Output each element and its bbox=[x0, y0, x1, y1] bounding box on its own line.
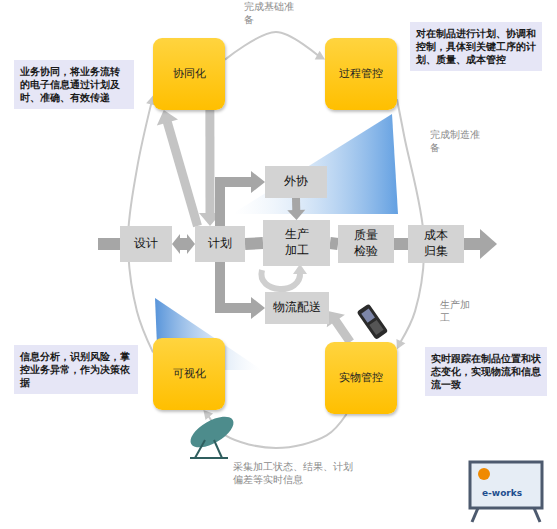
arrow-line bbox=[394, 238, 408, 250]
hub-box: 实物管控 bbox=[325, 342, 397, 414]
hub-box: 可视化 bbox=[153, 338, 225, 410]
callout-box: 业务协同，将业务流转的电子信息通过计划及时、准确、有效传递 bbox=[14, 60, 134, 109]
arrowhead bbox=[172, 234, 180, 254]
arrowhead bbox=[187, 234, 195, 254]
hub-box: 协同化 bbox=[153, 38, 225, 110]
arrowhead bbox=[315, 51, 325, 60]
handheld-device bbox=[357, 303, 389, 339]
flow-stub bbox=[464, 238, 482, 250]
box-text: 成本归集 bbox=[423, 228, 449, 259]
box-text: 实时跟踪在制品位置和状态变化，实现物流和信息流一致 bbox=[431, 352, 541, 391]
flow-arrow bbox=[225, 32, 325, 60]
box-text: 物流配送 bbox=[273, 300, 321, 316]
box-text: 实物管控 bbox=[339, 371, 383, 385]
flow-arrow bbox=[220, 262, 265, 319]
process-box: 外协 bbox=[265, 166, 327, 198]
box-text: 外协 bbox=[284, 174, 308, 190]
hub-box: 过程管控 bbox=[325, 38, 397, 110]
box-text: 对在制品进行计划、协调和控制，具体到关键工序的计划、质量、成本管控 bbox=[416, 27, 536, 66]
callout-box: 实时跟踪在制品位置和状态变化，实现物流和信息流一致 bbox=[425, 347, 547, 396]
box-text: 信息分析，识别风险，掌控业务异常，作为决策依据 bbox=[20, 350, 132, 389]
note-label: 生产加工 bbox=[440, 298, 472, 324]
process-box: 质量检验 bbox=[338, 225, 394, 263]
arrowhead bbox=[157, 110, 178, 126]
arrowhead bbox=[327, 311, 345, 327]
box-text: 计划 bbox=[208, 236, 232, 252]
process-box: 物流配送 bbox=[265, 292, 329, 324]
edge-label: 完成制造准备 bbox=[430, 128, 485, 154]
flow-stub bbox=[98, 238, 122, 250]
process-box: 计划 bbox=[195, 226, 245, 262]
callout-box: 对在制品进行计划、协调和控制，具体到关键工序的计划、质量、成本管控 bbox=[410, 22, 542, 71]
arrowhead bbox=[251, 171, 265, 193]
arrow-line bbox=[225, 32, 319, 60]
box-text: 生产加工 bbox=[284, 227, 310, 258]
box-text: 业务协同，将业务流转的电子信息通过计划及时、准确、有效传递 bbox=[20, 65, 128, 104]
arrow-line bbox=[397, 99, 424, 342]
light-beam bbox=[232, 114, 398, 214]
process-box: 设计 bbox=[120, 226, 172, 262]
flow-arrowhead bbox=[480, 229, 497, 259]
flow-arrow bbox=[128, 96, 156, 353]
arrowhead bbox=[203, 410, 213, 420]
arrow-line bbox=[330, 243, 338, 244]
flow-arrow bbox=[157, 110, 198, 226]
arrowhead bbox=[396, 339, 405, 349]
arrow-line bbox=[245, 243, 263, 244]
arrow-line bbox=[167, 120, 198, 226]
flow-arrow bbox=[394, 244, 408, 245]
flow-arrow bbox=[330, 243, 338, 244]
logo-frame bbox=[470, 462, 542, 522]
process-box: 成本归集 bbox=[408, 225, 464, 263]
flow-arrow bbox=[287, 198, 305, 220]
flow-arrow bbox=[327, 311, 350, 342]
flow-arrow bbox=[245, 243, 263, 244]
flow-arrow bbox=[220, 171, 265, 226]
callout-box: 信息分析，识别风险，掌控业务异常，作为决策依据 bbox=[14, 345, 138, 394]
satellite-dish bbox=[186, 410, 239, 458]
edge-label: 采集加工状态、结果、计划偏差等实时信息 bbox=[233, 460, 359, 486]
edge-label: 完成基础准备 bbox=[244, 0, 300, 26]
flow-arrow bbox=[172, 234, 195, 254]
arrow-line bbox=[220, 182, 254, 226]
box-text: 质量检验 bbox=[353, 228, 379, 259]
box-text: 协同化 bbox=[173, 67, 206, 81]
box-text: 可视化 bbox=[173, 367, 206, 381]
arrow-line bbox=[292, 198, 300, 212]
arrow-line bbox=[220, 262, 254, 308]
watermark: e-works bbox=[482, 488, 538, 500]
process-box: 生产加工 bbox=[263, 220, 330, 266]
box-text: 设计 bbox=[134, 236, 158, 252]
box-text: 过程管控 bbox=[339, 67, 383, 81]
arrowhead bbox=[251, 297, 265, 319]
arrow-line bbox=[205, 110, 214, 216]
arrow-line bbox=[334, 319, 350, 342]
arrowhead bbox=[287, 210, 305, 220]
